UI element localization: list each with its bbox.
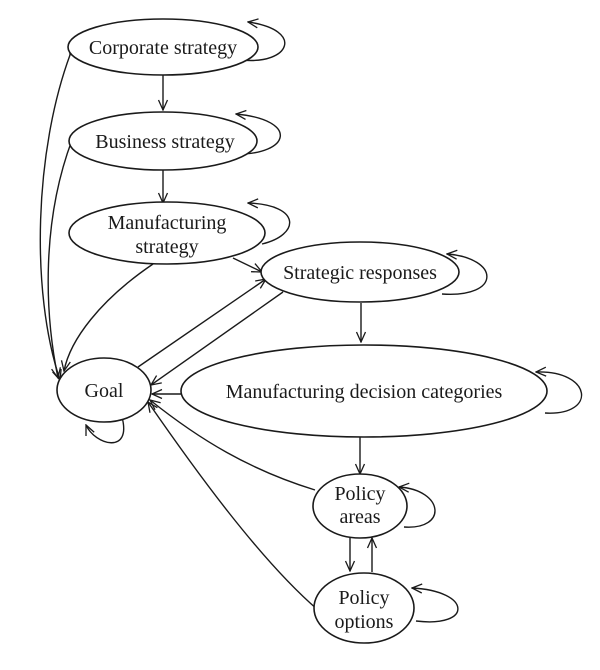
node-business-strategy-label: Business strategy [95,131,234,153]
node-business-strategy: Business strategy [68,111,258,171]
self-loop-responses [441,254,488,295]
node-corporate-strategy-label: Corporate strategy [89,37,237,59]
self-loop-goal [86,416,125,444]
node-strategic-responses: Strategic responses [260,241,460,303]
node-goal: Goal [56,357,152,423]
edge-goal-to-responses [137,279,266,368]
edge-corporate-goal [39,55,70,380]
self-loop-manufacturing [248,203,291,245]
node-strategic-responses-label: Strategic responses [283,262,437,284]
node-manufacturing-strategy-label-2: strategy [135,236,198,258]
edge-manufacturing-to-responses [232,257,262,272]
node-policy-areas: Policy areas [312,473,408,539]
edge-options-to-goal [148,402,319,611]
node-policy-options-label-1: Policy [338,587,389,609]
node-manufacturing-strategy: Manufacturing strategy [68,201,266,265]
edge-responses-to-goal [151,291,284,385]
self-loop-business [236,114,281,155]
node-goal-label: Goal [85,380,124,402]
node-policy-options: Policy options [313,572,415,644]
self-loop-decisions [536,372,583,414]
node-manufacturing-decision-categories-label: Manufacturing decision categories [226,381,503,403]
self-loop-options [412,588,459,623]
node-policy-options-label-2: options [335,611,394,633]
edge-manufacturing-to-goal [64,263,154,371]
node-corporate-strategy: Corporate strategy [67,18,259,76]
self-loop-corporate [241,22,286,62]
edge-areas-to-goal [150,400,316,491]
node-policy-areas-label-1: Policy [334,483,385,505]
node-policy-areas-label-2: areas [339,506,380,528]
edges [39,22,583,623]
self-loop-areas [399,487,436,528]
edge-business-to-goal [47,139,73,378]
node-manufacturing-strategy-label-1: Manufacturing [108,212,227,234]
node-manufacturing-decision-categories: Manufacturing decision categories [180,344,548,438]
